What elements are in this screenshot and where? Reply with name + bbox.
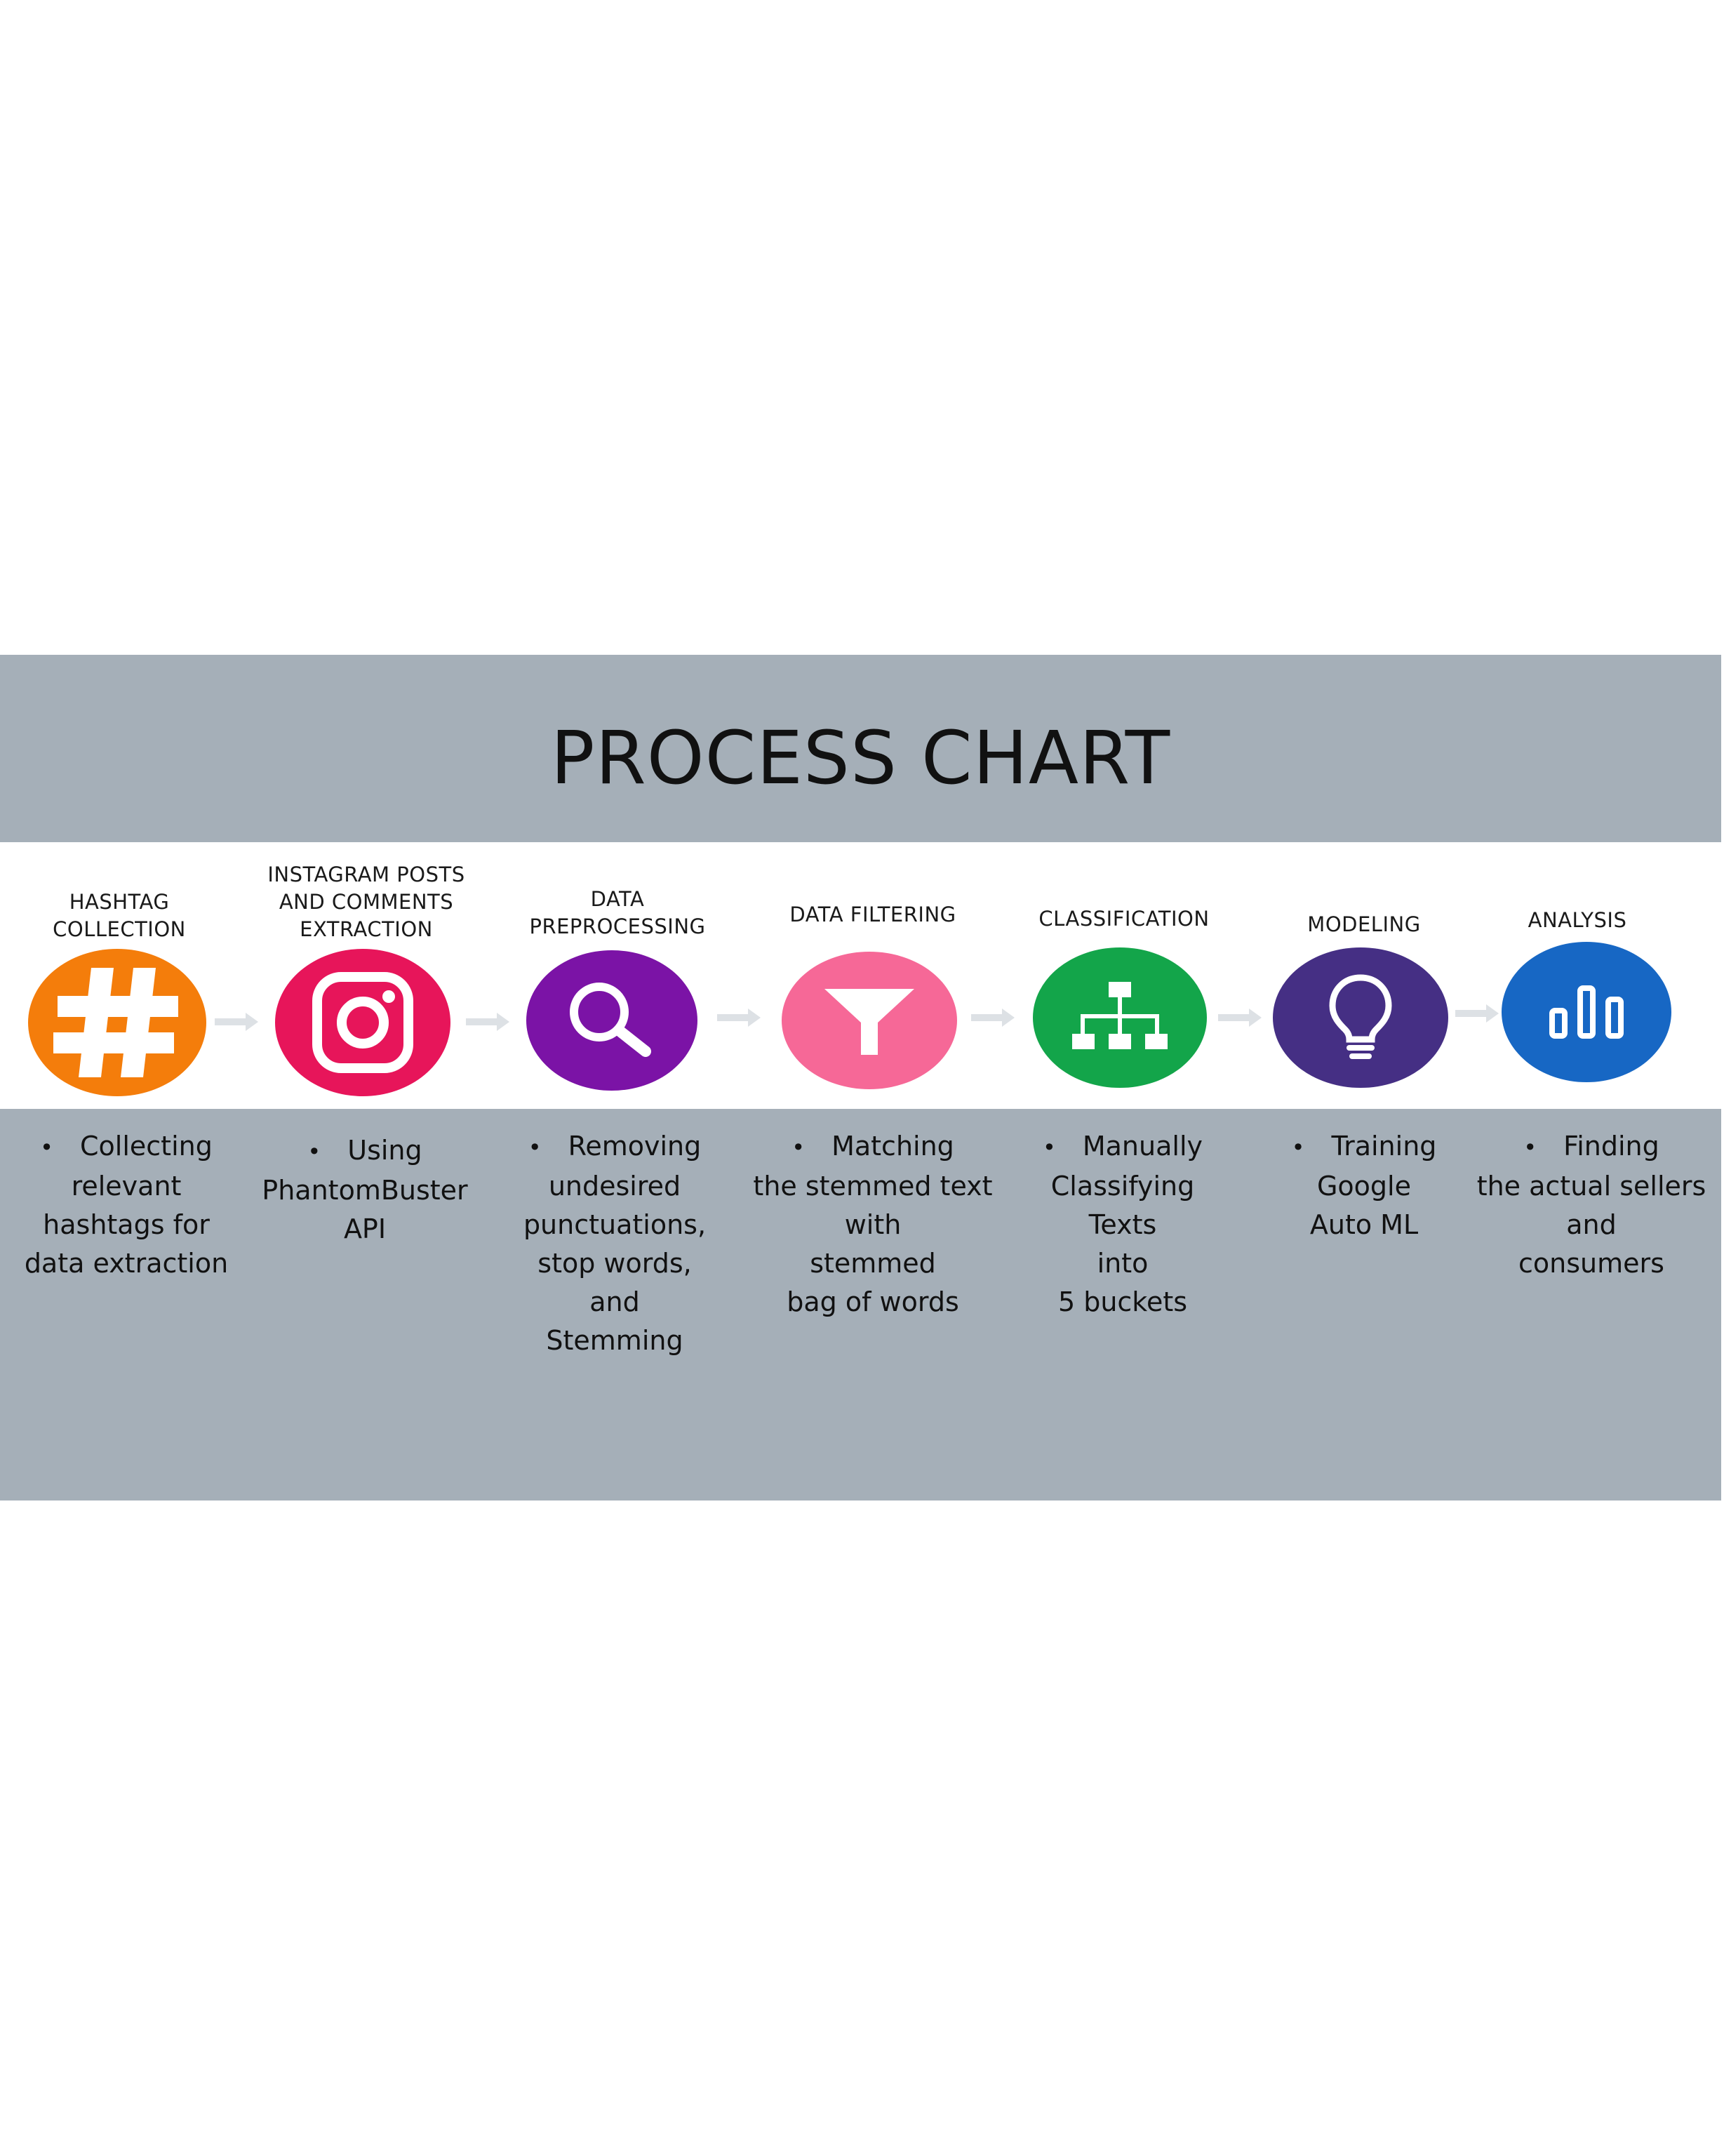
arrow-icon-2 — [466, 1013, 509, 1031]
step-label-analysis: ANALYSIS — [1528, 908, 1627, 932]
step-description-data-preprocessing: •Removing undesired punctuations, stop w… — [488, 1127, 741, 1360]
step-circle-classification — [1033, 947, 1207, 1088]
bullet-icon: • — [1291, 1134, 1305, 1161]
hashtag-icon — [53, 968, 178, 1077]
funnel-icon — [824, 989, 914, 1055]
step-label-hashtag-collection: HASHTAG COLLECTION — [53, 890, 186, 941]
step-circle-filtering — [782, 952, 957, 1089]
step-circle-hashtag — [28, 949, 206, 1096]
bullet-icon: • — [1042, 1134, 1056, 1161]
hierarchy-icon — [1072, 982, 1168, 1049]
lightbulb-icon — [1329, 974, 1392, 1059]
arrow-icon-5 — [1218, 1009, 1262, 1027]
arrow-icon-3 — [717, 1009, 761, 1027]
step-description-hashtag-collection: •Collecting relevant hashtags for data e… — [0, 1127, 253, 1283]
step-description-instagram-extraction: •Using PhantomBuster API — [239, 1131, 491, 1249]
step-label-modeling: MODELING — [1307, 912, 1421, 936]
step-description-classification: •Manually Classifying Texts into 5 bucke… — [996, 1127, 1249, 1322]
chart-title: PROCESS CHART — [550, 715, 1171, 801]
step-circle-instagram — [275, 949, 450, 1096]
step-circle-preprocessing — [526, 950, 697, 1091]
step-circle-modeling — [1273, 947, 1448, 1088]
step-label-classification: CLASSIFICATION — [1038, 907, 1210, 931]
step-label-instagram-extraction: INSTAGRAM POSTS AND COMMENTS EXTRACTION — [267, 863, 465, 941]
step-label-data-filtering: DATA FILTERING — [789, 903, 956, 926]
step-description-data-filtering: •Matching the stemmed text with stemmed … — [747, 1127, 999, 1322]
bullet-icon: • — [307, 1138, 321, 1165]
bullet-icon: • — [528, 1134, 542, 1161]
step-description-analysis: •Finding the actual sellers and consumer… — [1465, 1127, 1718, 1283]
bullet-icon: • — [40, 1134, 54, 1161]
arrow-icon-6 — [1455, 1004, 1499, 1023]
bullet-icon: • — [1523, 1134, 1537, 1161]
bar-chart-icon — [1549, 985, 1624, 1039]
instagram-icon — [312, 972, 413, 1073]
magnifier-icon — [570, 983, 651, 1057]
step-description-modeling: •Training Google Auto ML — [1238, 1127, 1490, 1244]
arrow-icon-4 — [971, 1009, 1015, 1027]
bullet-icon: • — [791, 1134, 806, 1161]
step-label-data-preprocessing: DATA PREPROCESSING — [529, 887, 706, 938]
arrow-icon-1 — [215, 1013, 258, 1031]
step-circle-analysis — [1502, 942, 1671, 1082]
